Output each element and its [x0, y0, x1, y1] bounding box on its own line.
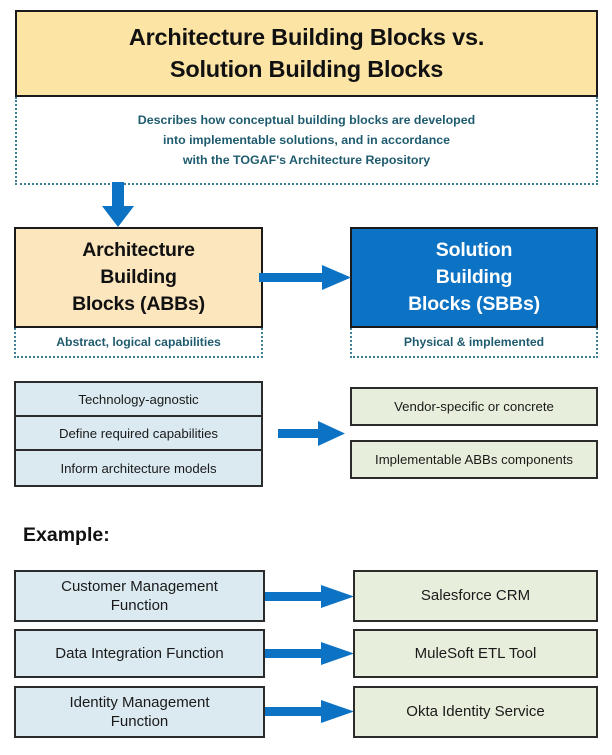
- abb-attribute-item: Technology-agnostic: [16, 383, 261, 417]
- abb-line-2: Building: [100, 266, 177, 289]
- abb-line-1: Architecture: [82, 239, 195, 262]
- example-label: Example:: [23, 524, 110, 546]
- abb-caption: Abstract, logical capabilities: [56, 335, 221, 349]
- arrow-right-icon: [265, 700, 354, 723]
- sbb-line-2: Building: [435, 266, 513, 289]
- example-abb-line-2: Function: [110, 597, 169, 614]
- abb-attribute-item: Inform architecture models: [60, 460, 217, 476]
- example-abb-line-2: Function: [110, 713, 169, 730]
- example-abb-line-1: Customer Management: [61, 577, 218, 595]
- sbb-block: Solution Building Blocks (SBBs): [350, 227, 598, 328]
- example-abb-item: Customer Management Function: [14, 570, 265, 622]
- sbb-caption-box: Physical & implemented: [350, 328, 598, 358]
- abb-block-title: Architecture Building Blocks (ABBs): [72, 237, 205, 318]
- subtitle-line-3: with the TOGAF's Architecture Repository: [182, 153, 431, 168]
- title-line-1: Architecture Building Blocks vs.: [128, 24, 485, 51]
- arrow-right-icon: [259, 265, 351, 290]
- abb-caption-box: Abstract, logical capabilities: [14, 328, 263, 358]
- abb-attribute-item: Define required capabilities: [16, 417, 261, 451]
- sbb-block-title: Solution Building Blocks (SBBs): [408, 237, 540, 318]
- title-line-2: Solution Building Blocks: [169, 55, 444, 82]
- sbb-attribute-item: Vendor-specific or concrete: [350, 387, 598, 426]
- diagram-subtitle: Describes how conceptual building blocks…: [138, 110, 475, 170]
- sbb-caption: Physical & implemented: [403, 335, 545, 349]
- arrow-right-icon: [265, 585, 354, 608]
- sbb-line-3: Blocks (SBBs): [408, 292, 540, 315]
- arrow-down-icon: [102, 182, 134, 227]
- sbb-attribute-item: Implementable ABBs components: [350, 440, 598, 479]
- arrow-right-icon: [265, 642, 354, 665]
- example-sbb-item: Okta Identity Service: [353, 686, 598, 738]
- example-sbb-item: MuleSoft ETL Tool: [353, 629, 598, 678]
- sbb-line-1: Solution: [435, 239, 513, 262]
- example-abb-item: Data Integration Function: [14, 629, 265, 678]
- diagram-subtitle-box: Describes how conceptual building blocks…: [15, 97, 598, 185]
- example-abb-line-1: Identity Management: [69, 693, 210, 711]
- example-abb-item: Identity Management Function: [14, 686, 265, 738]
- example-sbb-item: Salesforce CRM: [353, 570, 598, 622]
- abb-block: Architecture Building Blocks (ABBs): [14, 227, 263, 328]
- abb-line-3: Blocks (ABBs): [72, 292, 205, 315]
- diagram-title: Architecture Building Blocks vs. Solutio…: [128, 22, 485, 84]
- subtitle-line-2: into implementable solutions, and in acc…: [162, 132, 451, 147]
- abb-attribute-list: Technology-agnostic Define required capa…: [14, 381, 263, 487]
- arrow-right-icon: [278, 421, 345, 446]
- example-abb-line-1: Data Integration Function: [55, 644, 224, 662]
- subtitle-line-1: Describes how conceptual building blocks…: [137, 112, 476, 127]
- diagram-title-box: Architecture Building Blocks vs. Solutio…: [15, 10, 598, 97]
